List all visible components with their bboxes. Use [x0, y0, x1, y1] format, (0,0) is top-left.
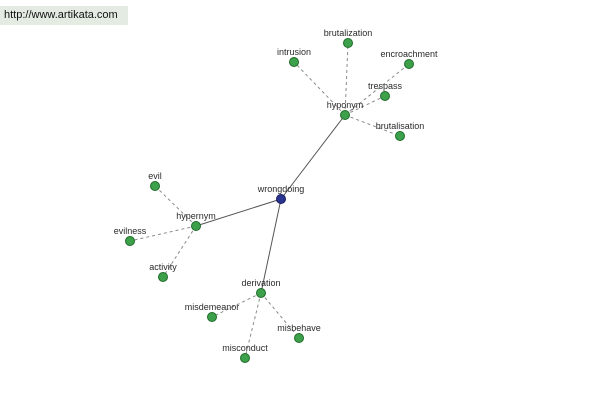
edge-derivation-misconduct [244, 292, 262, 359]
edge-hyponym-trespass [344, 95, 386, 116]
edge-hyponym-brutalisation [344, 114, 401, 137]
graph-node-activity[interactable] [158, 272, 168, 282]
edge-derivation-misbehave [260, 292, 300, 339]
edge-wrongdoing-hyponym [280, 114, 346, 200]
graph-node-label-encroachment: encroachment [380, 49, 438, 59]
edge-hyponym-brutalization [344, 42, 349, 116]
graph-node-label-brutalisation: brutalisation [376, 121, 425, 131]
graph-node-label-trespass: trespass [368, 81, 403, 91]
graph-node-intrusion[interactable] [289, 57, 299, 67]
graph-node-misbehave[interactable] [294, 333, 304, 343]
graph-node-encroachment[interactable] [404, 59, 414, 69]
graph-node-brutalization[interactable] [343, 38, 353, 48]
graph-node-label-brutalization: brutalization [324, 28, 373, 38]
graph-node-trespass[interactable] [380, 91, 390, 101]
graph-node-label-derivation: derivation [241, 278, 280, 288]
graph-node-label-misbehave: misbehave [277, 323, 321, 333]
edge-wrongdoing-hypernym [195, 198, 282, 227]
graph-node-hyponym[interactable] [340, 110, 350, 120]
graph-node-brutalisation[interactable] [395, 131, 405, 141]
graph-node-label-hyponym: hyponym [327, 100, 364, 110]
edge-hypernym-evilness [129, 225, 197, 242]
graph-node-wrongdoing[interactable] [276, 194, 286, 204]
graph-node-label-evil: evil [148, 171, 162, 181]
graph-node-label-misconduct: misconduct [222, 343, 268, 353]
graph-node-label-activity: activity [149, 262, 177, 272]
url-label: http://www.artikata.com [0, 6, 128, 25]
graph-node-label-intrusion: intrusion [277, 47, 311, 57]
edge-hyponym-intrusion [293, 61, 346, 116]
graph-node-label-misdemeanor: misdemeanor [185, 302, 240, 312]
graph-node-evil[interactable] [150, 181, 160, 191]
graph-node-label-wrongdoing: wrongdoing [257, 184, 305, 194]
graph-node-label-evilness: evilness [114, 226, 147, 236]
graph-node-hypernym[interactable] [191, 221, 201, 231]
graph-node-misconduct[interactable] [240, 353, 250, 363]
graph-node-misdemeanor[interactable] [207, 312, 217, 322]
edge-hypernym-activity [162, 225, 197, 278]
edge-hyponym-encroachment [344, 63, 410, 116]
edge-wrongdoing-derivation [260, 198, 282, 294]
graph-node-evilness[interactable] [125, 236, 135, 246]
graph-node-derivation[interactable] [256, 288, 266, 298]
graph-node-label-hypernym: hypernym [176, 211, 216, 221]
